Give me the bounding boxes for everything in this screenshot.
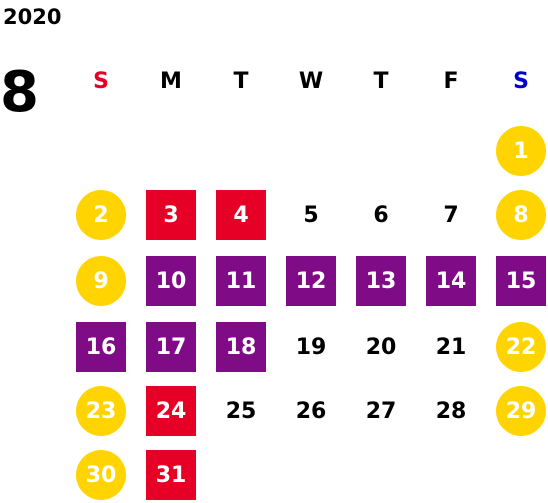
- day-cell[interactable]: 28: [435, 398, 467, 424]
- day-cell[interactable]: 7: [443, 202, 459, 228]
- day-cell[interactable]: 26: [295, 398, 327, 424]
- weekday-header: M: [160, 68, 182, 94]
- day-cell[interactable]: 10: [146, 256, 196, 306]
- day-cell[interactable]: 14: [426, 256, 476, 306]
- day-cell[interactable]: 9: [76, 256, 126, 306]
- day-cell[interactable]: 23: [76, 386, 126, 436]
- calendar-year: 2020: [3, 5, 62, 29]
- day-cell[interactable]: 12: [286, 256, 336, 306]
- day-cell[interactable]: 11: [216, 256, 266, 306]
- weekday-header: T: [373, 68, 389, 94]
- weekday-header: W: [298, 68, 324, 94]
- day-cell[interactable]: 1: [496, 126, 546, 176]
- weekday-header: T: [233, 68, 249, 94]
- day-cell[interactable]: 30: [76, 450, 126, 500]
- day-cell[interactable]: 29: [496, 386, 546, 436]
- day-cell[interactable]: 18: [216, 322, 266, 372]
- day-cell[interactable]: 27: [365, 398, 397, 424]
- day-cell[interactable]: 8: [496, 190, 546, 240]
- day-cell[interactable]: 5: [303, 202, 319, 228]
- day-cell[interactable]: 13: [356, 256, 406, 306]
- day-cell[interactable]: 6: [373, 202, 389, 228]
- day-cell[interactable]: 2: [76, 190, 126, 240]
- day-cell[interactable]: 19: [295, 334, 327, 360]
- weekday-header: S: [513, 68, 529, 94]
- day-cell[interactable]: 3: [146, 190, 196, 240]
- day-cell[interactable]: 22: [496, 322, 546, 372]
- day-cell[interactable]: 16: [76, 322, 126, 372]
- day-cell[interactable]: 15: [496, 256, 546, 306]
- day-cell[interactable]: 21: [435, 334, 467, 360]
- day-cell[interactable]: 24: [146, 386, 196, 436]
- calendar-month: 8: [0, 60, 39, 125]
- day-cell[interactable]: 4: [216, 190, 266, 240]
- day-cell[interactable]: 25: [225, 398, 257, 424]
- weekday-header: F: [443, 68, 459, 94]
- day-cell[interactable]: 17: [146, 322, 196, 372]
- day-cell[interactable]: 20: [365, 334, 397, 360]
- day-cell[interactable]: 31: [146, 450, 196, 500]
- weekday-header: S: [93, 68, 109, 94]
